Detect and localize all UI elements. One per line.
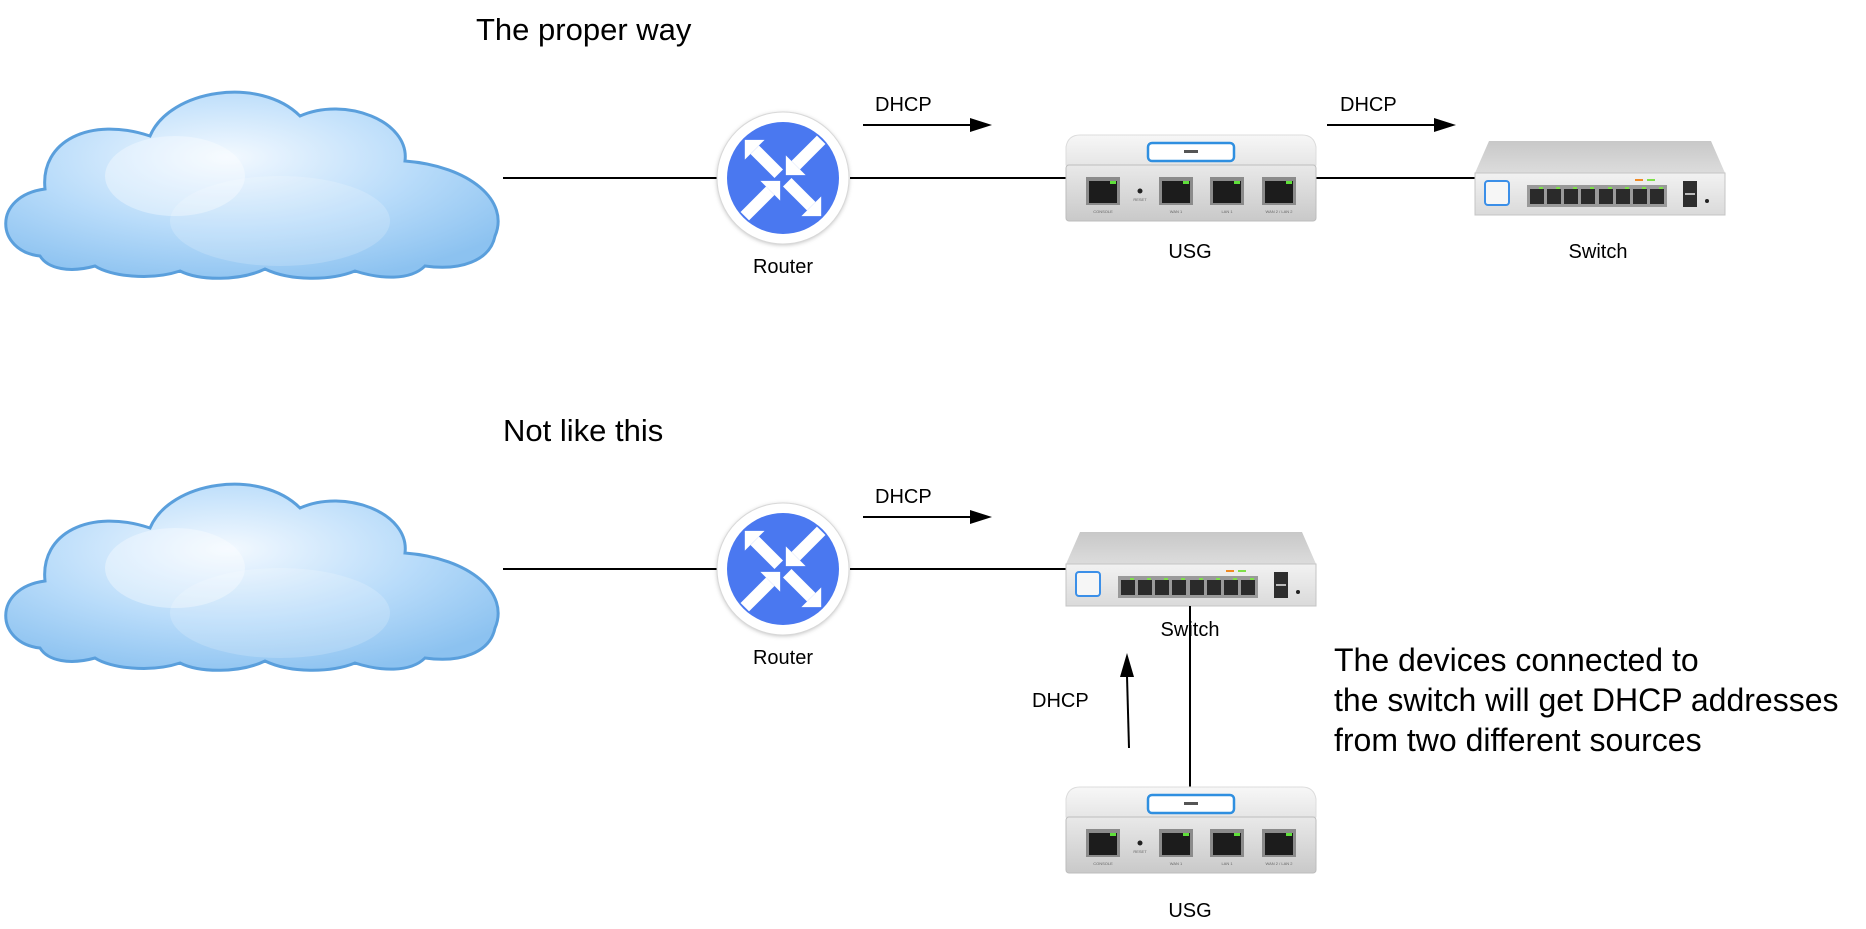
dhcp-label: DHCP xyxy=(875,486,932,508)
router-label: Router xyxy=(752,256,814,278)
note-line: the switch will get DHCP addresses xyxy=(1334,682,1839,718)
section-title-proper-way: The proper way xyxy=(476,12,692,47)
switch-device-icon xyxy=(1474,140,1726,216)
dhcp-arrow-usg-switch xyxy=(1126,675,1130,749)
switch-device-icon xyxy=(1065,531,1317,607)
arrowhead-icon xyxy=(1120,653,1134,677)
router-icon xyxy=(717,112,849,244)
note-line: from two different sources xyxy=(1334,722,1702,758)
dhcp-label: DHCP xyxy=(875,94,932,116)
usg-label: USG xyxy=(1168,900,1212,922)
section-not-like-this xyxy=(4,482,1318,875)
dhcp-label: DHCP xyxy=(1340,94,1397,116)
router-label: Router xyxy=(752,647,814,669)
switch-label: Switch xyxy=(1160,619,1220,641)
arrowhead-icon xyxy=(970,510,992,524)
usg-device-icon xyxy=(1064,785,1318,875)
router-icon xyxy=(717,503,849,635)
arrowhead-icon xyxy=(1434,118,1456,132)
arrowhead-icon xyxy=(970,118,992,132)
usg-device-icon xyxy=(1064,133,1318,223)
explanation-note: The devices connected to the switch will… xyxy=(1334,640,1839,760)
usg-label: USG xyxy=(1168,241,1212,263)
internet-cloud-icon xyxy=(4,482,500,672)
note-line: The devices connected to xyxy=(1334,642,1699,678)
section-title-not-like-this: Not like this xyxy=(503,413,664,448)
internet-cloud-icon xyxy=(4,90,500,280)
section-proper-way xyxy=(4,90,1726,280)
switch-label: Switch xyxy=(1568,241,1628,263)
dhcp-label: DHCP xyxy=(1032,690,1089,712)
